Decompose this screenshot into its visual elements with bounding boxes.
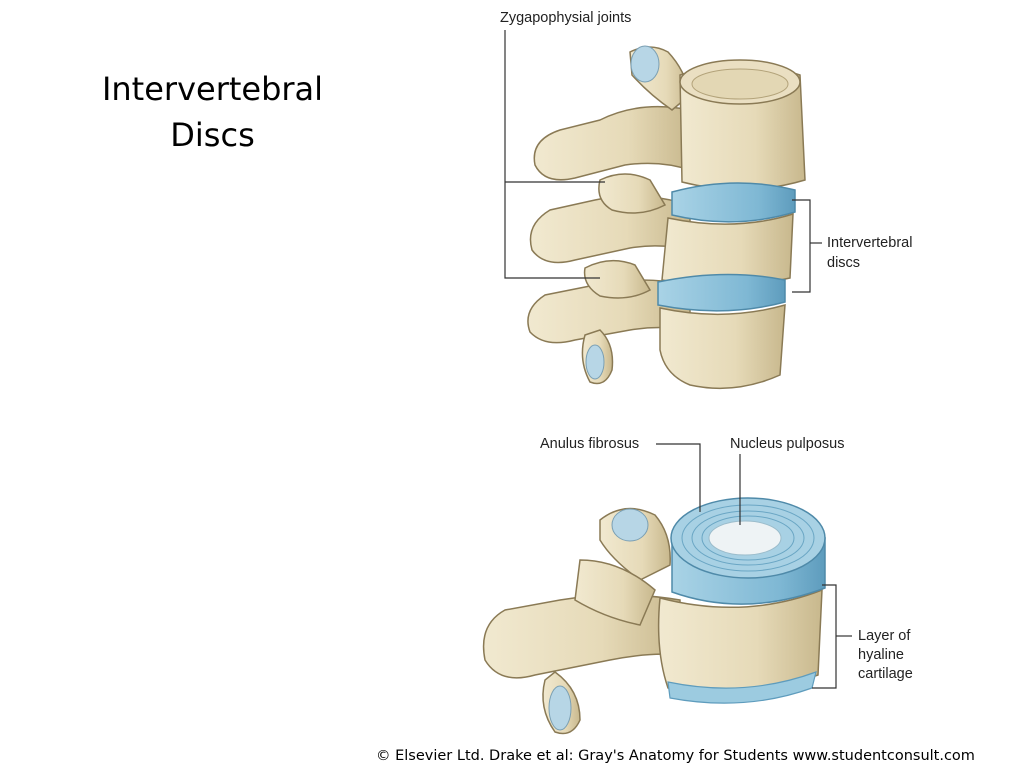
articular-process-lower <box>583 259 652 299</box>
anulus-ring-1 <box>681 504 815 572</box>
label-layer-of: Layer of <box>858 628 911 644</box>
label-intervertebral-discs-1: Intervertebral <box>827 235 912 251</box>
label-zygapophysial-joints: Zygapophysial joints <box>500 10 631 26</box>
label-intervertebral-discs-2: discs <box>827 255 860 271</box>
lower-articular-facet-bottom <box>548 685 572 731</box>
lower-vertebral-body <box>657 588 823 693</box>
intervertebral-disc-lower <box>657 273 786 312</box>
nucleus-pulposus <box>708 520 782 556</box>
disc-detail-illustration <box>482 497 826 735</box>
articular-process-middle <box>598 173 667 214</box>
lower-articular-facet-top <box>611 508 649 542</box>
label-anulus-fibrosus: Anulus fibrosus <box>540 436 639 452</box>
leader-intervertebral-discs <box>792 199 811 293</box>
anulus-ring-2 <box>691 510 805 566</box>
lower-spinous-process <box>574 559 656 626</box>
label-hyaline: hyaline <box>858 647 904 663</box>
articular-facet-lower <box>585 344 605 380</box>
intervertebral-disc-upper <box>671 182 796 223</box>
leader-anulus <box>656 443 701 512</box>
articular-facet-upper <box>630 45 660 83</box>
cancellous-bone <box>691 68 789 100</box>
title-line-2: Discs <box>170 116 255 154</box>
vertebral-column-illustration <box>527 45 806 390</box>
lower-transverse-process <box>482 594 681 679</box>
label-nucleus-pulposus: Nucleus pulposus <box>730 436 844 452</box>
leader-zygapophysial <box>504 30 600 279</box>
vertebral-body-lower <box>659 303 786 390</box>
title-line-1: Intervertebral <box>101 70 324 108</box>
copyright-notice: © Elsevier Ltd. Drake et al: Gray's Anat… <box>376 748 975 764</box>
slide-title: Intervertebral Discs <box>70 66 355 158</box>
transverse-process-upper <box>533 105 691 181</box>
label-cartilage: cartilage <box>858 666 913 682</box>
anulus-ring-3 <box>701 515 795 561</box>
